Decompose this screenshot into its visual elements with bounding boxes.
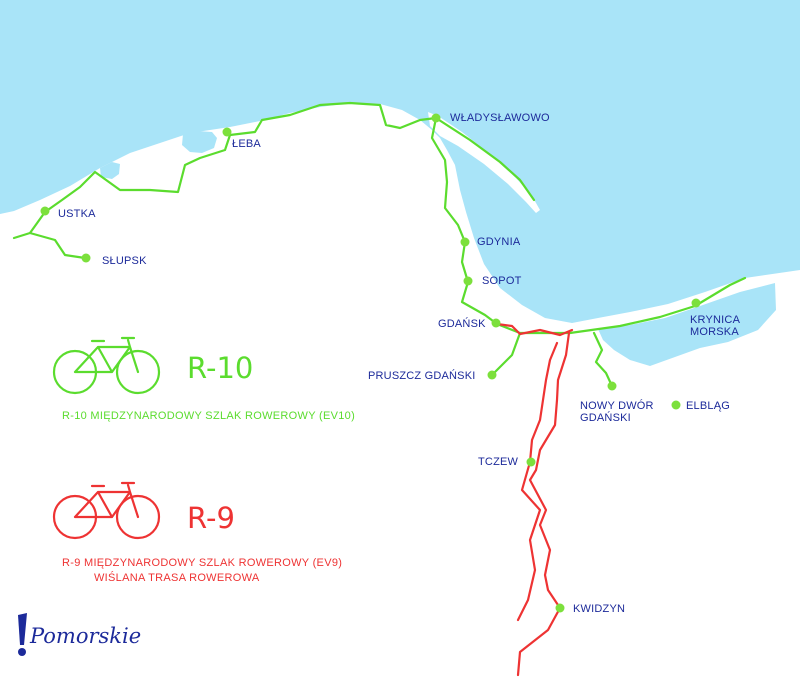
city-label-slupsk: SŁUPSK: [102, 255, 147, 267]
city-label-ustka: USTKA: [58, 208, 96, 220]
city-dot-krynica: [691, 298, 701, 308]
lake-lebsko: [182, 131, 217, 153]
city-label-leba: ŁEBA: [232, 138, 261, 150]
city-label-gdynia: GDYNIA: [477, 236, 521, 248]
city-dot-tczew: [526, 457, 536, 467]
route-r9-east: [516, 331, 571, 677]
legend-r10-description: R-10 MIĘDZYNARODOWY SZLAK ROWEROWY (EV10…: [62, 410, 356, 422]
city-dot-leba: [222, 127, 232, 137]
city-label-tczew: TCZEW: [478, 456, 519, 468]
route-r9-delta: [495, 322, 574, 337]
route-r10-hel: [434, 116, 536, 202]
legend-r10-code: R-10: [187, 351, 254, 385]
city-dot-slupsk: [81, 253, 91, 263]
exclamation-icon: [18, 613, 27, 656]
city-dot-nowy_dwor: [607, 381, 617, 391]
city-label-wladyslawowo: WŁADYSŁAWOWO: [450, 112, 550, 124]
logo-text: Pomorskie: [30, 624, 142, 648]
vistula-spit: [596, 272, 800, 328]
city-dot-ustka: [40, 206, 50, 216]
bicycle-icon: [52, 336, 161, 395]
city-label-gdansk: GDAŃSK: [438, 318, 486, 330]
city-dot-gdynia: [460, 237, 470, 247]
route-r9-west: [516, 341, 559, 622]
city-label-kwidzyn: KWIDZYN: [573, 603, 626, 615]
route-r10-nowy-dwor: [592, 331, 614, 388]
route-r10-pruszcz: [490, 331, 522, 377]
hel-peninsula: [428, 112, 540, 213]
route-r10-slupsk: [28, 231, 87, 260]
city-dot-sopot: [463, 276, 473, 286]
city-label-elblag: ELBLĄG: [686, 400, 731, 412]
city-label-krynica: KRYNICA MORSKA: [690, 314, 741, 338]
route-r10-coast: [12, 101, 438, 240]
bicycle-icon: [52, 481, 161, 540]
city-label-sopot: SOPOT: [482, 275, 522, 287]
baltic-sea: [0, 0, 800, 323]
vistula-lagoon: [598, 283, 776, 366]
legend-r9-description-line1: R-9 MIĘDZYNARODOWY SZLAK ROWEROWY (EV9): [62, 557, 343, 569]
lake-gardno: [100, 162, 120, 179]
city-dot-pruszcz: [487, 370, 497, 380]
city-dot-gdansk: [491, 318, 501, 328]
city-label-nowy_dwor: NOWY DWÓR GDAŃSKI: [580, 400, 654, 424]
route-r10-south: [430, 116, 747, 335]
city-label-pruszcz: PRUSZCZ GDAŃSKI: [368, 370, 476, 382]
city-dot-wladyslawowo: [431, 113, 441, 123]
city-dot-kwidzyn: [555, 603, 565, 613]
city-dot-elblag: [671, 400, 681, 410]
legend-r9-description-line2: WIŚLANA TRASA ROWEROWA: [94, 572, 260, 584]
legend-r9-code: R-9: [187, 501, 235, 535]
